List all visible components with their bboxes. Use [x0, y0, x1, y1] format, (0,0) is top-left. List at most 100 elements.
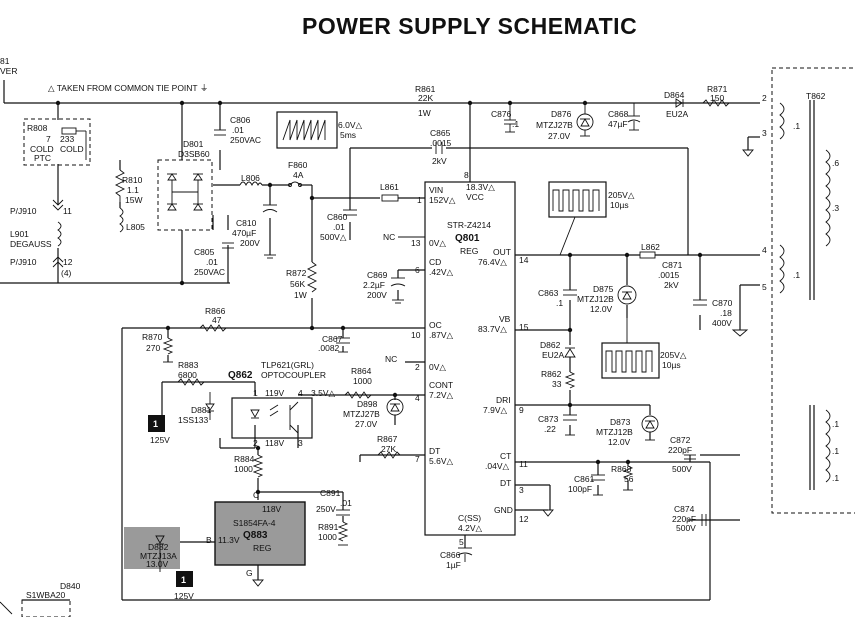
ic-pin6: 6	[415, 265, 420, 275]
ic-q801: 8 VIN 152V△ 13 1 18.3V△ VCC STR-Z4214 Q8…	[383, 170, 529, 547]
c870-volt: 400V	[712, 318, 732, 328]
r808-pin: 7	[46, 134, 51, 144]
ic-ov2: 0V△	[429, 362, 446, 372]
c891-r891: C891 .01 250V R891 1000	[316, 488, 352, 546]
r884-val: 1000	[234, 464, 253, 474]
tie-point-note: △ TAKEN FROM COMMON TIE POINT ⏚	[48, 83, 208, 93]
wave3-voltage: 205V△	[660, 350, 687, 360]
c874-volt: 500V	[676, 523, 696, 533]
r808-ptc-label: PTC	[34, 153, 51, 163]
ic-out: OUT	[493, 247, 511, 257]
r861-watt: 1W	[418, 108, 431, 118]
d862-r862: D862 EU2A R862 33	[540, 340, 576, 389]
ic-dri-voltage: 7.9V△	[483, 405, 507, 415]
d862-ref: D862	[540, 340, 561, 350]
ic-reg: REG	[460, 246, 478, 256]
c865-volt: 2kV	[432, 156, 447, 166]
d840-type: S1WBA20	[26, 590, 65, 600]
c865-ref: C865	[430, 128, 451, 138]
c868-val: 47µF	[608, 119, 628, 129]
c860: C860 .01 500V△	[320, 209, 357, 242]
wave2-time: 10µs	[610, 200, 629, 210]
r871-ref: R871	[707, 84, 728, 94]
c860-volt: 500V△	[320, 232, 347, 242]
ic-pin10: 10	[411, 330, 421, 340]
wave1-time: 5ms	[340, 130, 356, 140]
c873-ref: C873	[538, 414, 559, 424]
d898-type: MTZJ27B	[343, 409, 380, 419]
r862-val: 33	[552, 379, 562, 389]
q862-pin3: 3	[298, 438, 303, 448]
d862-type: EU2A	[542, 350, 565, 360]
ic-vcc-voltage: 18.3V△	[466, 182, 495, 192]
f860-val: 4A	[293, 170, 304, 180]
q862-optocoupler: Q862 TLP621(GRL) OPTOCOUPLER 1 119V 2 11…	[228, 360, 335, 448]
r868-ref: R868	[611, 464, 632, 474]
q862-ref: Q862	[228, 370, 253, 381]
r867-ref: R867	[377, 434, 398, 444]
ic-vin-voltage: 152V△	[429, 195, 456, 205]
ic-pin4: 4	[415, 393, 420, 403]
r872: R872 56K 1W	[286, 261, 318, 300]
r810-watt: 15W	[125, 195, 142, 205]
d864-type: EU2A	[666, 109, 689, 119]
d876-ref: D876	[551, 109, 572, 119]
q883-c-voltage: 118V	[262, 504, 282, 514]
ic-cont: CONT	[429, 380, 453, 390]
ic-dt: DT	[429, 446, 440, 456]
d873-volt: 12.0V	[608, 437, 631, 447]
q862-pin2-voltage: 118V	[265, 438, 285, 448]
ic-dt-voltage: 5.6V△	[429, 456, 453, 466]
pj910-bot-pin: 12	[63, 257, 73, 267]
t862-pin2: 2	[762, 93, 767, 103]
c805-volt: 250VAC	[194, 267, 225, 277]
left-partial-labels: 81 VER △ TAKEN FROM COMMON TIE POINT ⏚	[0, 56, 208, 93]
l861: L861	[380, 182, 399, 202]
r872-val: 56K	[290, 279, 305, 289]
q883-ref: Q883	[243, 530, 268, 541]
f860-ref: F860	[288, 160, 308, 170]
c863-ref: C863	[538, 288, 559, 298]
d864-ref: D864	[664, 90, 685, 100]
r861-c865: R861 22K 1W C865 .0015 2kV	[415, 84, 452, 166]
d881-ref: D881	[191, 405, 212, 415]
d864-r871: D864 EU2A R871 150	[664, 84, 730, 119]
source-2-num: 1	[181, 575, 186, 585]
r864-ref: R864	[351, 366, 372, 376]
c866-ref: C866	[440, 550, 461, 560]
c806-val: .01	[232, 125, 244, 135]
t862-pin5: 5	[762, 282, 767, 292]
r884: R884 1000	[234, 454, 264, 478]
r808-cold1: COLD	[30, 144, 54, 154]
l805-ref: L805	[126, 222, 145, 232]
ic-css: C(SS)	[458, 513, 481, 523]
c876-ref: C876	[491, 109, 512, 119]
d881-type: 1SS133	[178, 415, 209, 425]
c806-ref: C806	[230, 115, 251, 125]
ic-pin2: 2	[415, 362, 420, 372]
wave1-voltage: 6.0V△	[338, 120, 362, 130]
d882-type: MTZJ13A	[140, 551, 177, 561]
q862-pin4-voltage: 3.5V△	[311, 388, 335, 398]
t862-pin4: 4	[762, 245, 767, 255]
d876-volt: 27.0V	[548, 131, 571, 141]
d882-zener: D882 MTZJ13A 13.0V 1 125V	[124, 527, 194, 601]
q883-c: C	[253, 490, 259, 500]
c873-d873: C873 .22 D873 MTZJ12B 12.0V	[538, 414, 659, 447]
ic-vin-label: VIN	[429, 185, 443, 195]
ic-part: STR-Z4214	[447, 220, 491, 230]
r808-pin2: 233	[60, 134, 74, 144]
c870-val: .18	[720, 308, 732, 318]
l806-ref: L806	[241, 173, 260, 183]
ic-vb-voltage: 83.7V△	[478, 324, 507, 334]
c806-c805: C806 .01 250VAC C805 .01 250VAC	[194, 115, 261, 277]
l901-name: DEGAUSS	[10, 239, 52, 249]
wiring	[0, 80, 760, 601]
c810: C810 470µF 200V	[232, 204, 278, 259]
c872-c861-r868-c874: C872 220pF 500V C861 100pF R868 56 C874 …	[568, 435, 707, 533]
r864-val: 1000	[353, 376, 372, 386]
d801-type: D3SB60	[178, 149, 210, 159]
d875-ref: D875	[593, 284, 614, 294]
c869-val: 2.2µF	[363, 280, 385, 290]
wave3-time: 10µs	[662, 360, 681, 370]
